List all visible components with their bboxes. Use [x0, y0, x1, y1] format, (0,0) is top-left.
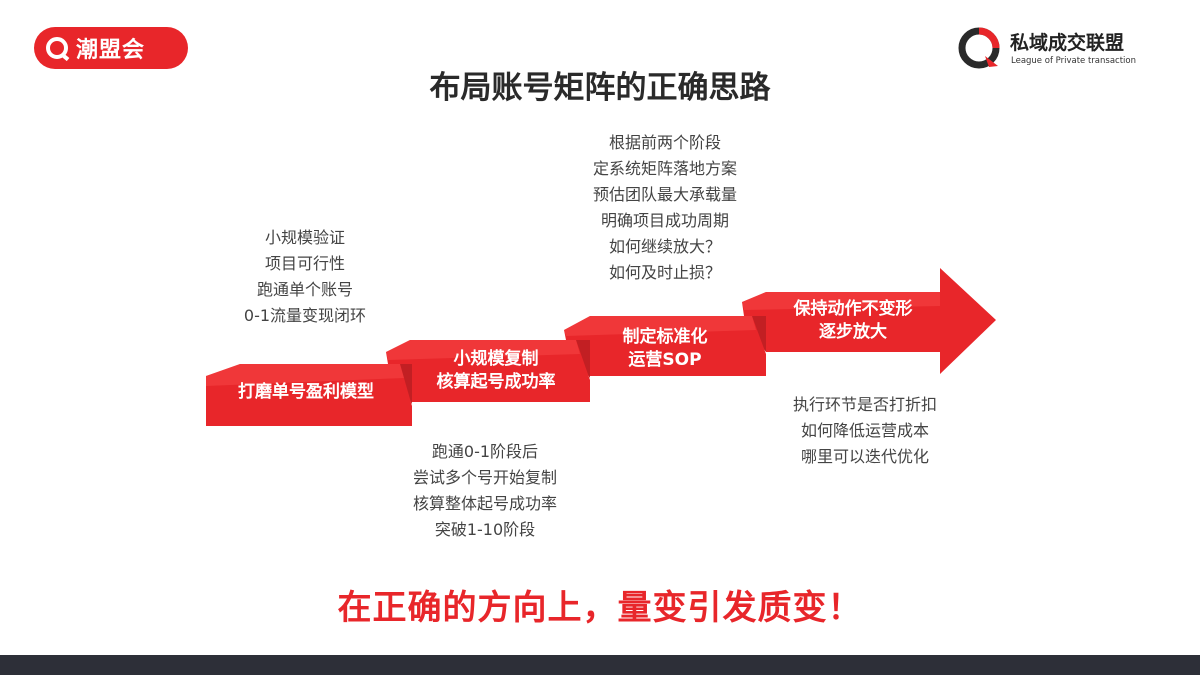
slogan: 在正确的方向上，量变引发质变！ — [337, 588, 863, 628]
step-3-label: 制定标准化 运营SOP — [622, 327, 708, 370]
step-band-4 — [742, 268, 996, 374]
step-band-2 — [386, 340, 590, 402]
logo-left-text: 潮盟会 — [76, 38, 146, 63]
alliance-q-icon — [958, 27, 1000, 69]
step-2-label: 小规模复制 核算起号成功率 — [436, 349, 556, 392]
step-band-1 — [206, 364, 412, 426]
logo-right-subtitle: League of Private transaction — [1011, 56, 1136, 66]
step-1-notes: 小规模验证 项目可行性 跑通单个账号 0-1流量变现闭环 — [243, 228, 367, 325]
chaomenghui-logo: 潮盟会 — [34, 27, 188, 69]
step-4-notes: 执行环节是否打折扣 如何降低运营成本 哪里可以迭代优化 — [792, 395, 937, 466]
q-logo-icon — [46, 37, 68, 59]
logo-right-name: 私域成交联盟 — [1010, 32, 1125, 54]
step-4-label: 保持动作不变形 逐步放大 — [793, 299, 913, 342]
footer-bar — [0, 655, 1200, 675]
step-1-label: 打磨单号盈利模型 — [238, 382, 374, 402]
step-2-notes: 跑通0-1阶段后 尝试多个号开始复制 核算整体起号成功率 突破1-10阶段 — [412, 442, 557, 539]
step-band-3 — [564, 316, 766, 376]
private-alliance-logo: 私域成交联盟 League of Private transaction — [958, 26, 1158, 72]
page-title: 布局账号矩阵的正确思路 — [429, 70, 771, 106]
step-3-notes: 根据前两个阶段 定系统矩阵落地方案 预估团队最大承载量 明确项目成功周期 如何继… — [592, 133, 737, 282]
